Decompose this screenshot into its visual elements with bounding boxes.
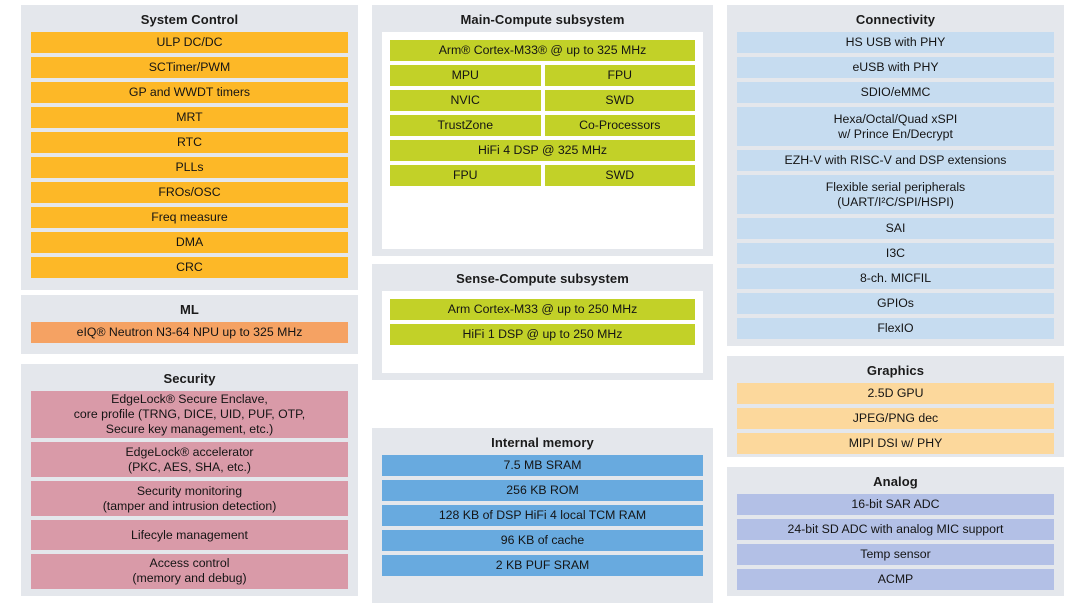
block-access-control[interactable]: Access control(memory and debug) — [31, 553, 348, 590]
panel-system-control: System Control ULP DC/DC SCTimer/PWM GP … — [21, 5, 358, 290]
panel-security: Security EdgeLock® Secure Enclave,core p… — [21, 364, 358, 596]
block-crc[interactable]: CRC — [31, 257, 348, 278]
block-sctimer-pwm[interactable]: SCTimer/PWM — [31, 57, 348, 78]
block-arm-cortex-m33-main[interactable]: Arm® Cortex-M33® @ up to 325 MHz — [390, 40, 695, 61]
panel-title-analog: Analog — [873, 474, 918, 489]
block-security-monitoring[interactable]: Security monitoring(tamper and intrusion… — [31, 481, 348, 517]
block-rom-256kb[interactable]: 256 KB ROM — [382, 480, 703, 501]
panel-title-sense-compute: Sense-Compute subsystem — [456, 271, 629, 286]
block-eiq-neutron-npu[interactable]: eIQ® Neutron N3-64 NPU up to 325 MHz — [31, 322, 348, 343]
ml-rows: eIQ® Neutron N3-64 NPU up to 325 MHz — [31, 322, 348, 347]
block-2-5d-gpu[interactable]: 2.5D GPU — [737, 383, 1054, 404]
block-swd-dsp[interactable]: SWD — [544, 165, 695, 186]
block-temp-sensor[interactable]: Temp sensor — [737, 544, 1054, 565]
block-cache-96kb[interactable]: 96 KB of cache — [382, 530, 703, 551]
block-fpu[interactable]: FPU — [544, 65, 695, 86]
block-trustzone[interactable]: TrustZone — [390, 115, 541, 136]
block-jpeg-png-dec[interactable]: JPEG/PNG dec — [737, 408, 1054, 429]
panel-connectivity: Connectivity HS USB with PHY eUSB with P… — [727, 5, 1064, 346]
block-dsp-tcm-ram[interactable]: 128 KB of DSP HiFi 4 local TCM RAM — [382, 505, 703, 526]
sense-compute-inner: Arm Cortex-M33 @ up to 250 MHz HiFi 1 DS… — [382, 291, 703, 373]
panel-title-internal-memory: Internal memory — [491, 435, 594, 450]
block-arm-cortex-m33-sense[interactable]: Arm Cortex-M33 @ up to 250 MHz — [390, 299, 695, 320]
block-hs-usb-phy[interactable]: HS USB with PHY — [737, 32, 1054, 53]
block-micfil[interactable]: 8-ch. MICFIL — [737, 268, 1054, 289]
block-eusb-phy[interactable]: eUSB with PHY — [737, 57, 1054, 78]
block-flexio[interactable]: FlexIO — [737, 318, 1054, 339]
block-sd-adc-24bit[interactable]: 24-bit SD ADC with analog MIC support — [737, 519, 1054, 540]
block-sram-7-5mb[interactable]: 7.5 MB SRAM — [382, 455, 703, 476]
block-edgelock-accelerator[interactable]: EdgeLock® accelerator(PKC, AES, SHA, etc… — [31, 441, 348, 478]
block-edgelock-secure-enclave[interactable]: EdgeLock® Secure Enclave,core profile (T… — [31, 391, 348, 438]
panel-title-graphics: Graphics — [866, 363, 925, 378]
block-lifecyle-management[interactable]: Lifecyle management — [31, 520, 348, 550]
graphics-rows: 2.5D GPU JPEG/PNG dec MIPI DSI w/ PHY — [737, 383, 1054, 454]
block-flexible-serial-peripherals[interactable]: Flexible serial peripherals(UART/I²C/SPI… — [737, 175, 1054, 214]
block-i3c[interactable]: I3C — [737, 243, 1054, 264]
block-gpios[interactable]: GPIOs — [737, 293, 1054, 314]
block-rtc[interactable]: RTC — [31, 132, 348, 153]
panel-title-security: Security — [163, 371, 216, 386]
block-acmp[interactable]: ACMP — [737, 569, 1054, 590]
panel-ml: ML eIQ® Neutron N3-64 NPU up to 325 MHz — [21, 295, 358, 354]
panel-sense-compute-subsystem: Sense-Compute subsystem Arm Cortex-M33 @… — [372, 264, 713, 380]
main-compute-inner: Arm® Cortex-M33® @ up to 325 MHz MPU FPU… — [382, 32, 703, 249]
panel-graphics: Graphics 2.5D GPU JPEG/PNG dec MIPI DSI … — [727, 356, 1064, 457]
block-sar-adc-16bit[interactable]: 16-bit SAR ADC — [737, 494, 1054, 515]
block-sdio-emmc[interactable]: SDIO/eMMC — [737, 82, 1054, 103]
block-swd[interactable]: SWD — [544, 90, 695, 111]
block-freq-measure[interactable]: Freq measure — [31, 207, 348, 228]
block-mrt[interactable]: MRT — [31, 107, 348, 128]
block-dma[interactable]: DMA — [31, 232, 348, 253]
block-nvic[interactable]: NVIC — [390, 90, 541, 111]
block-mipi-dsi-phy[interactable]: MIPI DSI w/ PHY — [737, 433, 1054, 454]
block-gp-wwdt-timers[interactable]: GP and WWDT timers — [31, 82, 348, 103]
security-rows: EdgeLock® Secure Enclave,core profile (T… — [31, 391, 348, 590]
panel-title-connectivity: Connectivity — [855, 12, 936, 27]
analog-rows: 16-bit SAR ADC 24-bit SD ADC with analog… — [737, 494, 1054, 590]
panel-analog: Analog 16-bit SAR ADC 24-bit SD ADC with… — [727, 467, 1064, 596]
main-compute-row-trustzone-coproc: TrustZone Co-Processors — [390, 115, 695, 136]
block-mpu[interactable]: MPU — [390, 65, 541, 86]
main-compute-row-nvic-swd: NVIC SWD — [390, 90, 695, 111]
block-sai[interactable]: SAI — [737, 218, 1054, 239]
block-fros-osc[interactable]: FROs/OSC — [31, 182, 348, 203]
connectivity-rows: HS USB with PHY eUSB with PHY SDIO/eMMC … — [737, 32, 1054, 339]
block-ulp-dcdc[interactable]: ULP DC/DC — [31, 32, 348, 53]
block-puf-sram-2kb[interactable]: 2 KB PUF SRAM — [382, 555, 703, 576]
system-control-rows: ULP DC/DC SCTimer/PWM GP and WWDT timers… — [31, 32, 348, 283]
block-hifi-1-dsp[interactable]: HiFi 1 DSP @ up to 250 MHz — [390, 324, 695, 345]
block-co-processors[interactable]: Co-Processors — [544, 115, 695, 136]
block-hifi-4-dsp[interactable]: HiFi 4 DSP @ 325 MHz — [390, 140, 695, 161]
panel-title-system-control: System Control — [140, 12, 239, 27]
block-fpu-dsp[interactable]: FPU — [390, 165, 541, 186]
panel-title-ml: ML — [180, 302, 199, 317]
panel-main-compute-subsystem: Main-Compute subsystem Arm® Cortex-M33® … — [372, 5, 713, 256]
panel-internal-memory: Internal memory 7.5 MB SRAM 256 KB ROM 1… — [372, 428, 713, 603]
panel-title-main-compute: Main-Compute subsystem — [460, 12, 625, 27]
block-plls[interactable]: PLLs — [31, 157, 348, 178]
internal-memory-rows: 7.5 MB SRAM 256 KB ROM 128 KB of DSP HiF… — [382, 455, 703, 596]
block-ezh-v-riscv[interactable]: EZH-V with RISC-V and DSP extensions — [737, 150, 1054, 171]
main-compute-row-mpu-fpu: MPU FPU — [390, 65, 695, 86]
main-compute-row-fpu-swd: FPU SWD — [390, 165, 695, 186]
